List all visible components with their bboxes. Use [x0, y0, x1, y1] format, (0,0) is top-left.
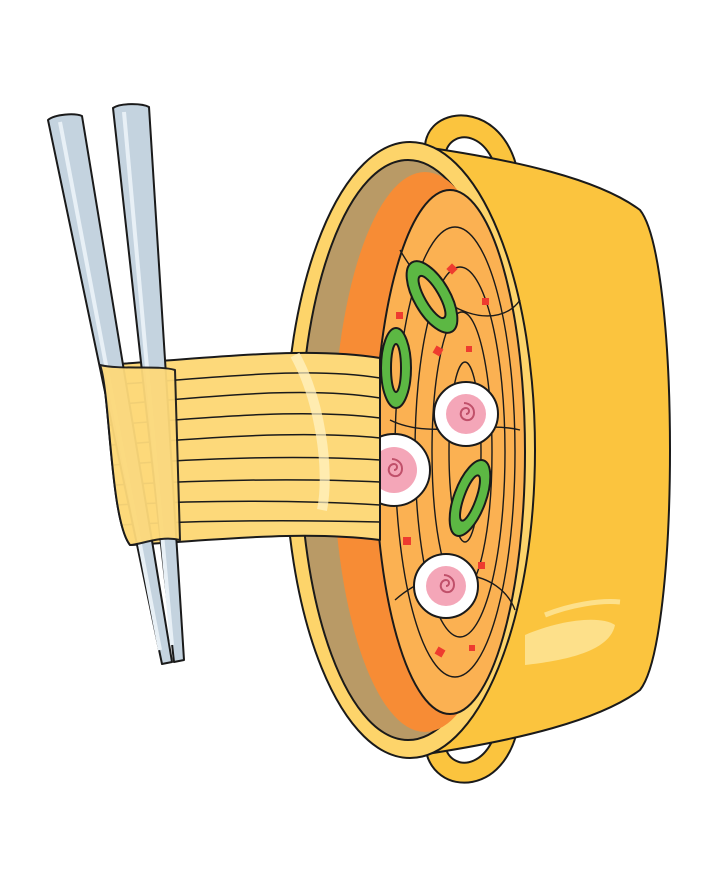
pot-highlight — [525, 619, 615, 665]
chili-flakes — [396, 263, 489, 658]
